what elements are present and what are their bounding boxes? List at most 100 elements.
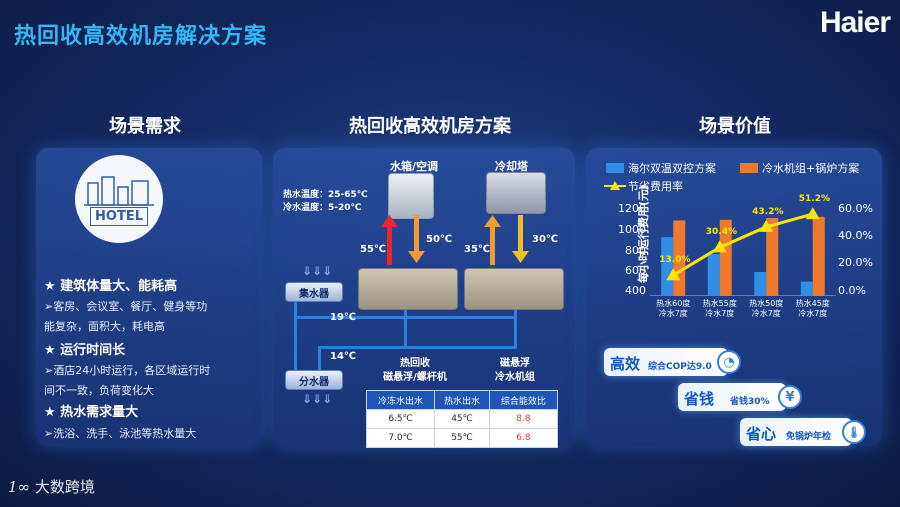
need-heading-2: ★ 运行时间长 bbox=[44, 343, 126, 358]
y2-tick: 0.0% bbox=[838, 284, 866, 297]
savings-line bbox=[672, 212, 814, 277]
badge-efficient-title: 高效 bbox=[610, 355, 641, 373]
x-tick-label: 热水55度冷水7度 bbox=[702, 299, 737, 318]
hot-water-temp: 热水温度：25-65℃ bbox=[283, 190, 368, 200]
pipe-riser-2 bbox=[514, 310, 517, 348]
need-detail-2a: ➢酒店24小时运行，各区域运行时 bbox=[44, 364, 211, 377]
badge-save-money-title: 省钱 bbox=[684, 390, 715, 408]
bar-haier bbox=[661, 237, 674, 296]
warm-down-arrow bbox=[408, 215, 425, 263]
need-detail-3a: ➢洗浴、洗手、泳池等热水量大 bbox=[44, 427, 197, 440]
table-cell: 7.0℃ bbox=[365, 428, 436, 448]
y-tick: 400 bbox=[625, 284, 646, 297]
distributor-arrows: ⇓⇓⇓ bbox=[302, 392, 333, 406]
tank-label: 水箱/空调 bbox=[390, 160, 439, 173]
badge-efficient-detail: 综合COP达9.0 bbox=[648, 362, 712, 372]
table-cell: 6.8 bbox=[488, 428, 559, 448]
temp-14: 14℃ bbox=[330, 351, 357, 362]
bar-boiler bbox=[766, 218, 779, 296]
section-header-solution: 热回收高效机房方案 bbox=[349, 116, 511, 137]
bar-boiler bbox=[812, 216, 825, 296]
legend-swatch-haier bbox=[606, 163, 624, 173]
flow-arrows bbox=[381, 215, 529, 265]
table-cell: 45℃ bbox=[434, 409, 490, 429]
y-tick: 1200 bbox=[618, 202, 646, 215]
water-tank-image bbox=[388, 173, 434, 219]
temp-50: 50℃ bbox=[426, 234, 453, 245]
legend-swatch-savings bbox=[604, 181, 626, 190]
bar-haier bbox=[800, 281, 813, 296]
pipe-bottom bbox=[318, 346, 516, 349]
temp-19: 19℃ bbox=[330, 312, 357, 323]
pipe-left bbox=[294, 300, 297, 380]
thermometer-icon: 🌡 bbox=[842, 420, 866, 444]
watermark-logo: 1∞ bbox=[8, 478, 31, 496]
cool-up-arrow bbox=[484, 215, 501, 265]
bar-line-chart bbox=[650, 207, 836, 296]
heat-recovery-chiller bbox=[358, 268, 458, 310]
bar-haier bbox=[707, 254, 720, 296]
need-heading-1: ★ 建筑体量大、能耗高 bbox=[44, 279, 178, 294]
tower-label: 冷却塔 bbox=[495, 160, 528, 173]
efficiency-table: 冷冻水出水 热水出水 综合能效比 6.5℃ 45℃ 8.8 7.0℃ 55℃ 6… bbox=[365, 390, 559, 448]
table-cell: 8.8 bbox=[488, 409, 559, 429]
temp-30: 30℃ bbox=[532, 234, 559, 245]
savings-point bbox=[805, 207, 820, 220]
badge-peace-detail: 免锅炉年检 bbox=[786, 432, 832, 442]
savings-point bbox=[712, 240, 727, 253]
table-cell: 55℃ bbox=[434, 428, 490, 448]
need-heading-3: ★ 热水需求量大 bbox=[44, 405, 139, 420]
unit2-label-line1: 磁悬浮 bbox=[500, 358, 530, 369]
badge-peace-of-mind: 省心 免锅炉年检 bbox=[740, 418, 852, 446]
section-header-value: 场景价值 bbox=[699, 116, 771, 137]
legend-swatch-boiler bbox=[740, 163, 758, 173]
temp-35: 35℃ bbox=[464, 244, 491, 255]
x-tick-label: 热水50度冷水7度 bbox=[749, 299, 784, 318]
table-cell: 6.5℃ bbox=[365, 409, 436, 429]
temp-55: 55℃ bbox=[360, 244, 387, 255]
y2-tick: 40.0% bbox=[838, 229, 873, 242]
water-collector: 集水器 bbox=[285, 282, 343, 302]
bar-haier bbox=[754, 272, 767, 296]
y2-tick: 20.0% bbox=[838, 256, 873, 269]
badge-save-money: 省钱 省钱30% bbox=[678, 383, 786, 411]
haier-logo: Haier bbox=[819, 6, 891, 39]
city-icon bbox=[84, 175, 154, 206]
table-row: 7.0℃ 55℃ 6.8 bbox=[365, 428, 559, 448]
hotel-illustration: HOTEL bbox=[75, 155, 163, 243]
y-tick: 800 bbox=[625, 244, 646, 257]
y2-tick: 60.0% bbox=[838, 202, 873, 215]
savings-data-label: 30.4% bbox=[705, 227, 737, 238]
x-tick-label: 热水60度冷水7度 bbox=[656, 299, 691, 318]
cold-down-arrow bbox=[512, 215, 529, 263]
water-distributor: 分水器 bbox=[285, 370, 343, 390]
y-tick: 1000 bbox=[618, 223, 646, 236]
savings-point bbox=[759, 219, 774, 232]
collector-arrows: ⇓⇓⇓ bbox=[302, 264, 333, 278]
pipe-down bbox=[318, 346, 321, 374]
table-row: 6.5℃ 45℃ 8.8 bbox=[365, 409, 559, 429]
yen-icon: ¥ bbox=[778, 385, 802, 409]
savings-data-label: 13.0% bbox=[659, 255, 691, 266]
chilled-water-temp: 冷水温度：5-20℃ bbox=[283, 203, 362, 213]
badge-peace-title: 省心 bbox=[746, 425, 777, 443]
pipe-riser-1 bbox=[404, 310, 407, 348]
legend-label-haier: 海尔双温双控方案 bbox=[628, 162, 716, 175]
badge-efficient: 高效 综合COP达9.0 bbox=[604, 348, 728, 376]
maglev-chiller bbox=[464, 268, 564, 310]
need-detail-1b: 能复杂，面积大，耗电高 bbox=[44, 320, 165, 333]
savings-data-label: 51.2% bbox=[798, 194, 830, 205]
bar-boiler bbox=[719, 219, 732, 296]
unit2-label-line2: 冷水机组 bbox=[495, 372, 535, 383]
hot-up-arrow bbox=[381, 215, 398, 265]
unit1-label-line1: 热回收 bbox=[400, 358, 430, 369]
table-header: 综合能效比 bbox=[488, 390, 559, 410]
table-header: 冷冻水出水 bbox=[365, 390, 436, 410]
badge-save-money-detail: 省钱30% bbox=[730, 397, 770, 407]
need-detail-2b: 间不一致，负荷变化大 bbox=[44, 384, 154, 397]
watermark: 1∞ 大数跨境 bbox=[8, 476, 95, 497]
watermark-text: 大数跨境 bbox=[34, 478, 95, 496]
unit1-label-line2: 磁悬浮/螺杆机 bbox=[383, 372, 447, 383]
x-tick-label: 热水45度冷水7度 bbox=[795, 299, 830, 318]
legend-label-savings: 节省费用率 bbox=[628, 180, 683, 193]
